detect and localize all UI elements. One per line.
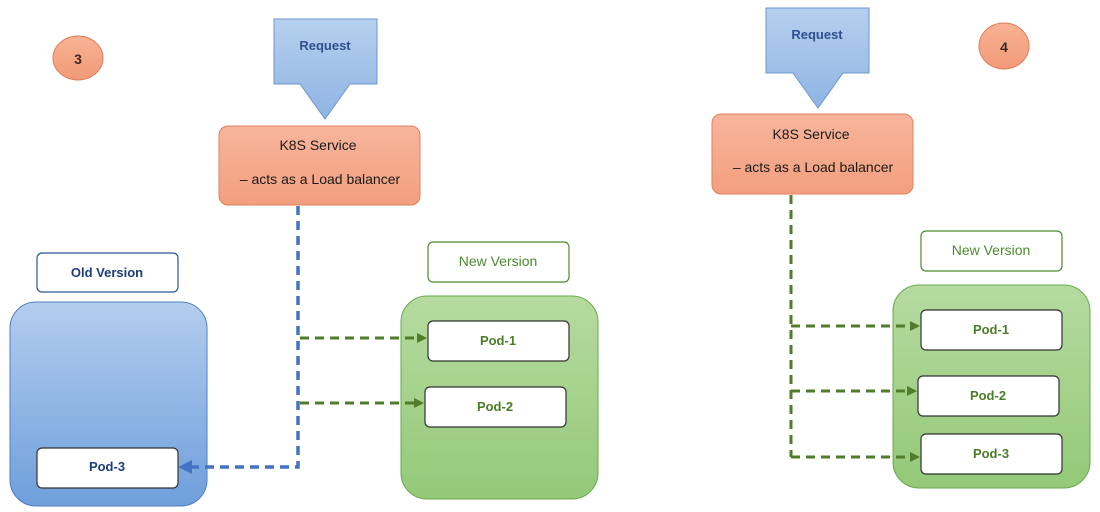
request-arrow: Request (273, 18, 378, 120)
k8s-service-box: K8S Service – acts as a Load balancer (218, 125, 421, 206)
request-label: Request (299, 38, 351, 53)
pod-label: Pod-3 (973, 446, 1009, 461)
pod-box-2: Pod-2 (917, 375, 1060, 417)
step-badge-label: 4 (1000, 39, 1008, 55)
old-version-label: Old Version (71, 265, 143, 280)
pod-box-3: Pod-3 (920, 433, 1063, 475)
step-badge-4: 4 (978, 22, 1030, 70)
pod-label: Pod-1 (480, 333, 516, 348)
blue-connector-to-old-pod (178, 206, 300, 474)
pod-box-2: Pod-2 (424, 386, 567, 428)
pod-label: Pod-1 (973, 322, 1009, 337)
new-version-label-box: New Version (427, 241, 570, 283)
panel-step-3: 3 Request K8S Service – acts as a Load b… (9, 18, 599, 507)
step-badge-label: 3 (74, 51, 82, 67)
pod-label: Pod-2 (970, 388, 1006, 403)
request-label: Request (791, 27, 843, 42)
new-version-label: New Version (952, 242, 1031, 258)
service-subtitle: – acts as a Load balancer (240, 171, 401, 187)
pod-label: Pod-3 (89, 459, 125, 474)
new-version-label-box: New Version (920, 230, 1063, 272)
service-title: K8S Service (279, 137, 356, 153)
request-arrow: Request (765, 7, 870, 109)
old-version-label-box: Old Version (36, 252, 179, 293)
pod-label: Pod-2 (477, 399, 513, 414)
pod-box-1: Pod-1 (427, 320, 570, 362)
k8s-service-box: K8S Service – acts as a Load balancer (711, 113, 914, 195)
panel-step-4: 4 Request K8S Service – acts as a Load b… (711, 7, 1091, 489)
old-pod-box-3: Pod-3 (36, 447, 179, 489)
service-title: K8S Service (772, 126, 849, 142)
service-subtitle: – acts as a Load balancer (733, 159, 894, 175)
pod-box-1: Pod-1 (920, 309, 1063, 351)
step-badge-3: 3 (52, 35, 104, 81)
new-version-label: New Version (459, 253, 538, 269)
